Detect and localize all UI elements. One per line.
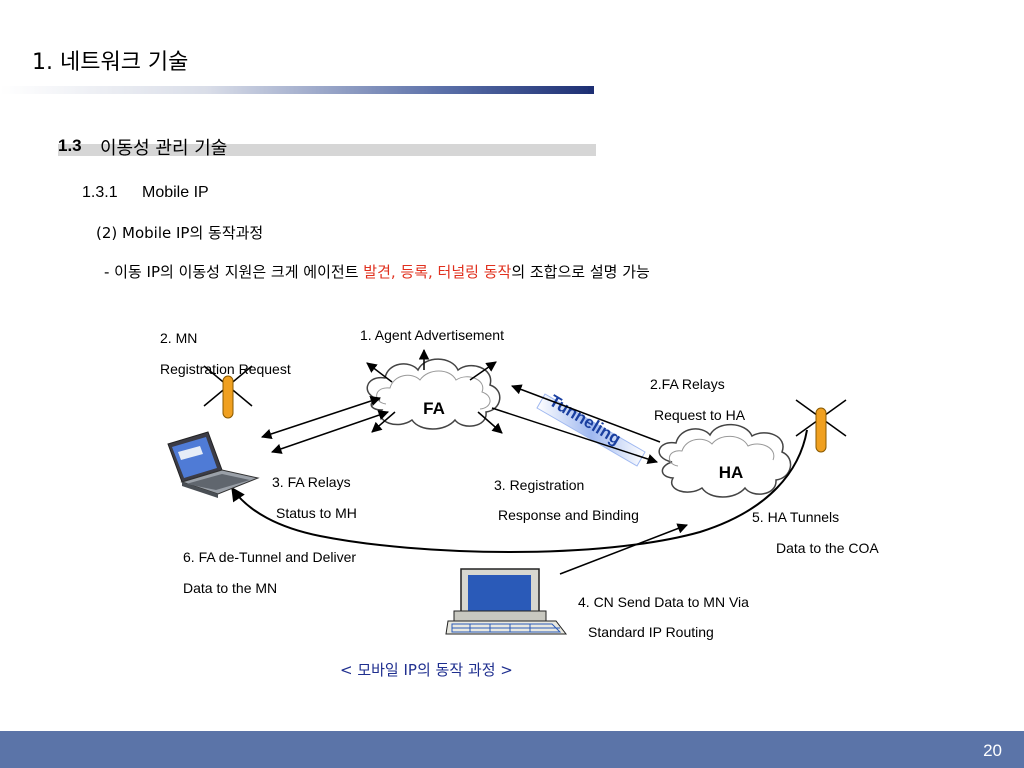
advert-arrow-upleft bbox=[366, 362, 393, 383]
bullet-text: - 이동 IP의 이동성 지원은 크게 에이전트 발견, 등록, 터널링 동작의… bbox=[104, 261, 650, 282]
section-number: 1.3 bbox=[58, 136, 82, 155]
ha-cloud-icon bbox=[658, 423, 792, 498]
label-registration-2: Response and Binding bbox=[498, 507, 639, 523]
label-mn-registration-1: 2. MN bbox=[160, 330, 198, 346]
title-underline-bar bbox=[0, 86, 593, 94]
figure-caption: < 모바일 IP의 동작 과정 > bbox=[340, 661, 513, 679]
mn-antenna-icon bbox=[203, 365, 253, 419]
title-underline-cap bbox=[588, 86, 594, 94]
section-highlight-band bbox=[58, 144, 596, 156]
section-title: 이동성 관리 기술 bbox=[100, 138, 228, 159]
fa-ha-registration-arrow bbox=[491, 407, 658, 465]
label-fa-relays-1: 2.FA Relays bbox=[650, 376, 725, 392]
slide-title: 1. 네트워크 기술 bbox=[32, 50, 189, 75]
item-heading: (2) Mobile IP의 동작과정 bbox=[96, 224, 264, 242]
ha-fa-relay-arrow bbox=[511, 384, 661, 443]
advert-arrow-downright bbox=[477, 411, 503, 434]
label-cn-send-1: 4. CN Send Data to MN Via bbox=[578, 594, 749, 610]
label-fa-status-2: Status to MH bbox=[276, 505, 357, 521]
bullet-highlight: 발견, 등록, 터널링 동작 bbox=[363, 263, 512, 281]
label-cn-send-2: Standard IP Routing bbox=[588, 624, 714, 640]
tunnel-band bbox=[536, 393, 646, 467]
label-fa-relays-2: Request to HA bbox=[654, 407, 746, 423]
desktop-computer-icon bbox=[445, 568, 568, 635]
cn-ha-arrow bbox=[559, 523, 688, 575]
fa-cloud-icon bbox=[366, 358, 501, 430]
label-detunnel-1: 6. FA de-Tunnel and Deliver bbox=[183, 549, 357, 565]
label-fa-status-1: 3. FA Relays bbox=[272, 474, 351, 490]
label-registration-1: 3. Registration bbox=[494, 477, 585, 493]
ha-antenna-icon bbox=[795, 399, 847, 453]
label-ha-tunnels-1: 5. HA Tunnels bbox=[752, 509, 840, 525]
bullet-suffix: 의 조합으로 설명 가능 bbox=[511, 263, 650, 281]
deliver-curve-arrow bbox=[231, 429, 808, 553]
label-detunnel-2: Data to the MN bbox=[183, 580, 278, 596]
fa-label: FA bbox=[423, 399, 445, 418]
laptop-icon bbox=[167, 431, 260, 498]
label-agent-advertisement: 1. Agent Advertisement bbox=[360, 327, 504, 343]
label-mn-registration-2: Registration Request bbox=[160, 361, 291, 377]
bullet-prefix: - 이동 IP의 이동성 지원은 크게 에이전트 bbox=[104, 263, 364, 281]
subsection-title: Mobile IP bbox=[142, 184, 209, 201]
subsection-number: 1.3.1 bbox=[82, 184, 118, 201]
mn-fa-status-arrow bbox=[271, 410, 389, 454]
footer-bar bbox=[0, 731, 1024, 768]
advert-arrow-upright bbox=[469, 361, 497, 381]
page-number: 20 bbox=[983, 741, 1002, 760]
ha-label: HA bbox=[719, 463, 744, 482]
mn-fa-request-arrow bbox=[261, 395, 381, 440]
label-ha-tunnels-2: Data to the COA bbox=[776, 540, 879, 556]
